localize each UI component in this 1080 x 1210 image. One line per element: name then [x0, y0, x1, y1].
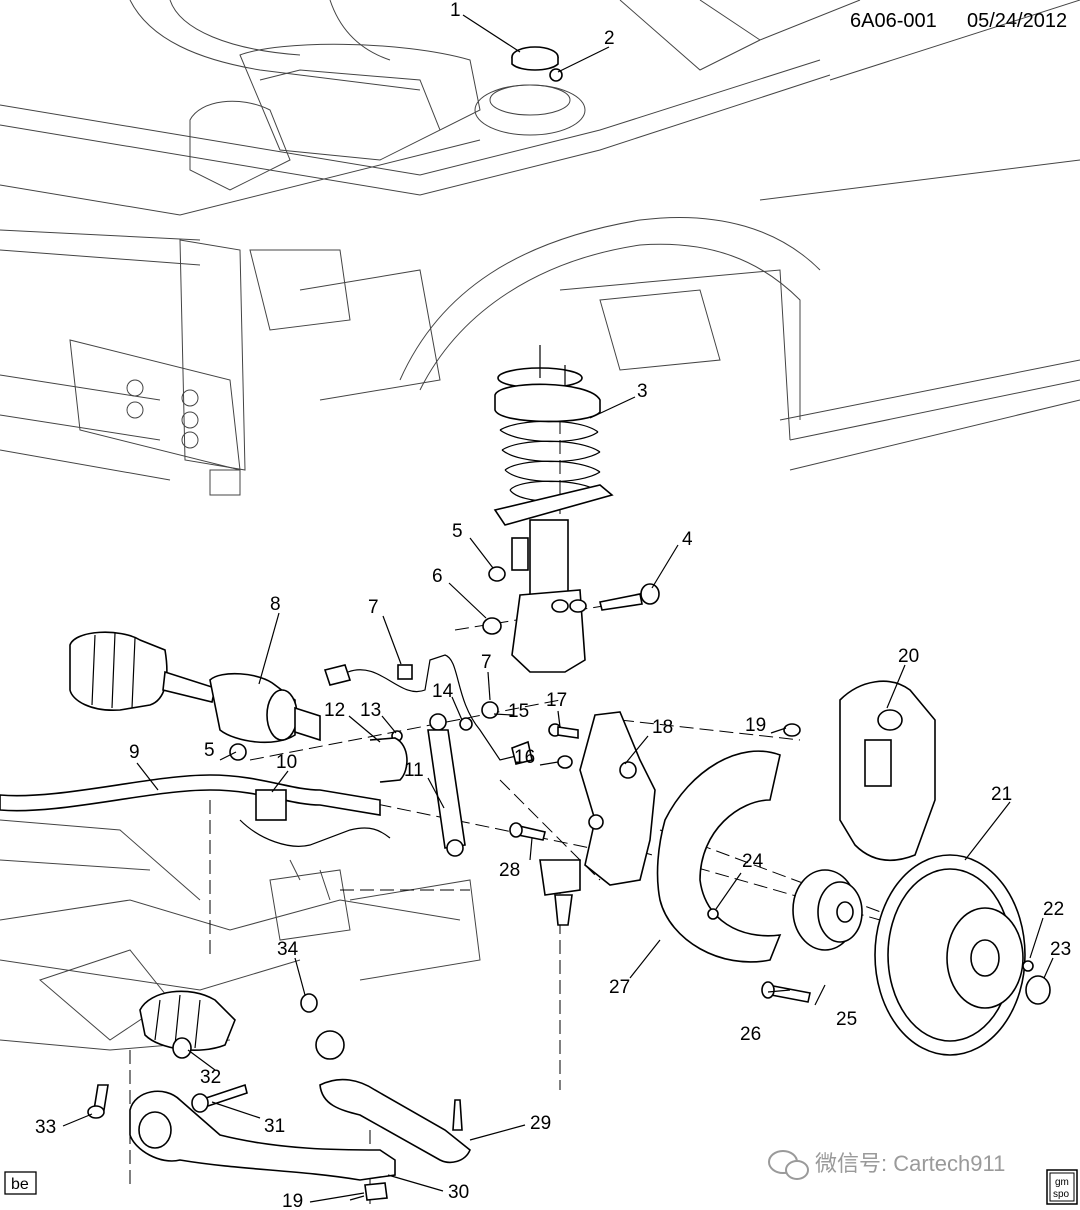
- callout-7-left: 7: [368, 597, 379, 618]
- caliper-bolt-cap: [783, 723, 801, 737]
- callout-33: 33: [35, 1117, 56, 1138]
- stabilizer-link: [427, 713, 466, 857]
- gm-spo-logo: gm spo: [1046, 1169, 1078, 1205]
- hub-bolt: [761, 981, 811, 1003]
- callout-10: 10: [276, 752, 297, 773]
- wheel-bearing-hub: [792, 869, 863, 951]
- tie-rod-end: [319, 1078, 471, 1164]
- cradle-background: [0, 819, 481, 1051]
- callout-19-lower: 19: [282, 1191, 303, 1210]
- wheel-hub-nut: [1025, 975, 1051, 1005]
- callout-32: 32: [200, 1067, 221, 1088]
- callout-2: 2: [604, 28, 615, 49]
- brake-caliper: [839, 680, 936, 861]
- callout-7-right: 7: [481, 652, 492, 673]
- callout-16: 16: [514, 747, 535, 768]
- brake-shield: [656, 750, 782, 963]
- callout-11: 11: [404, 760, 424, 781]
- callout-13: 13: [360, 700, 381, 721]
- callout-14: 14: [432, 681, 454, 702]
- callout-18: 18: [652, 717, 673, 738]
- wechat-icon: [768, 1150, 809, 1180]
- strut-cap: [511, 46, 559, 71]
- link-nut-upper: [481, 701, 499, 719]
- callout-17: 17: [546, 690, 567, 711]
- callout-26: 26: [740, 1024, 761, 1045]
- view-code-box: be: [4, 1171, 37, 1195]
- callout-22: 22: [1043, 899, 1064, 920]
- callout-8: 8: [270, 594, 281, 615]
- stabilizer-bar: [0, 774, 391, 847]
- stabilizer-bushing: [255, 789, 287, 821]
- control-arm-bolt-rear: [191, 1083, 248, 1113]
- document-id: 6A06-001: [850, 10, 937, 32]
- control-arm-nut: [172, 1037, 192, 1059]
- header: 6A06-001 05/24/2012: [850, 10, 1067, 32]
- watermark-text: 微信号: Cartech911: [815, 1151, 1005, 1176]
- callout-24: 24: [742, 851, 764, 872]
- lower-control-arm: [129, 1090, 396, 1201]
- callout-19-upper: 19: [745, 715, 766, 736]
- steering-knuckle: [539, 711, 656, 926]
- cradle-nut: [300, 993, 318, 1013]
- callout-23: 23: [1050, 939, 1071, 960]
- knuckle-nut: [557, 755, 573, 769]
- rotor-screw: [1022, 960, 1034, 972]
- callout-6: 6: [432, 566, 443, 587]
- brake-rotor: [874, 854, 1026, 1056]
- logo-line-1: gm: [1055, 1177, 1069, 1188]
- callout-4: 4: [682, 529, 693, 550]
- callout-27: 27: [609, 977, 630, 998]
- callout-1: 1: [450, 0, 461, 21]
- watermark: 微信号: Cartech911: [768, 1150, 1005, 1180]
- callout-25: 25: [836, 1009, 857, 1030]
- callout-numbers: 1 2 3 4 5 6 7 8 7 20 14 17 12 13 15 18 1…: [35, 0, 1071, 1210]
- view-code-label: be: [11, 1176, 29, 1193]
- callout-29: 29: [530, 1113, 551, 1134]
- link-nut-lower: [459, 717, 473, 731]
- strut-assembly: [493, 345, 614, 673]
- callout-21: 21: [991, 784, 1012, 805]
- callout-12: 12: [324, 700, 345, 721]
- control-arm-bolt-front: [87, 1084, 109, 1119]
- vehicle-body-background: [0, 0, 1080, 496]
- knuckle-bolt-upper: [548, 723, 579, 739]
- callout-9: 9: [129, 742, 140, 763]
- stabilizer-bracket: [369, 737, 408, 783]
- callout-5-left: 5: [204, 740, 215, 761]
- strut-bolt: [599, 583, 660, 611]
- callout-3: 3: [637, 381, 648, 402]
- logo-line-2: spo: [1053, 1189, 1070, 1200]
- drive-axle: [69, 631, 321, 744]
- strut-nut-upper: [488, 566, 506, 582]
- stabilizer-nut-left: [229, 743, 247, 761]
- document-date: 05/24/2012: [967, 10, 1067, 32]
- callout-20: 20: [898, 646, 919, 667]
- strut-nut-lower: [482, 617, 502, 635]
- knuckle-bolt: [509, 822, 546, 841]
- callout-30: 30: [448, 1182, 469, 1203]
- steering-gear: [139, 990, 345, 1060]
- callout-5-upper: 5: [452, 521, 463, 542]
- leader-lines: [62, 14, 1054, 1203]
- callout-31: 31: [264, 1116, 285, 1137]
- callout-15: 15: [508, 701, 529, 722]
- shield-bolt: [707, 908, 719, 920]
- callout-34: 34: [277, 939, 299, 960]
- wheel-speed-sensor-wire: [323, 654, 533, 765]
- callout-28: 28: [499, 860, 520, 881]
